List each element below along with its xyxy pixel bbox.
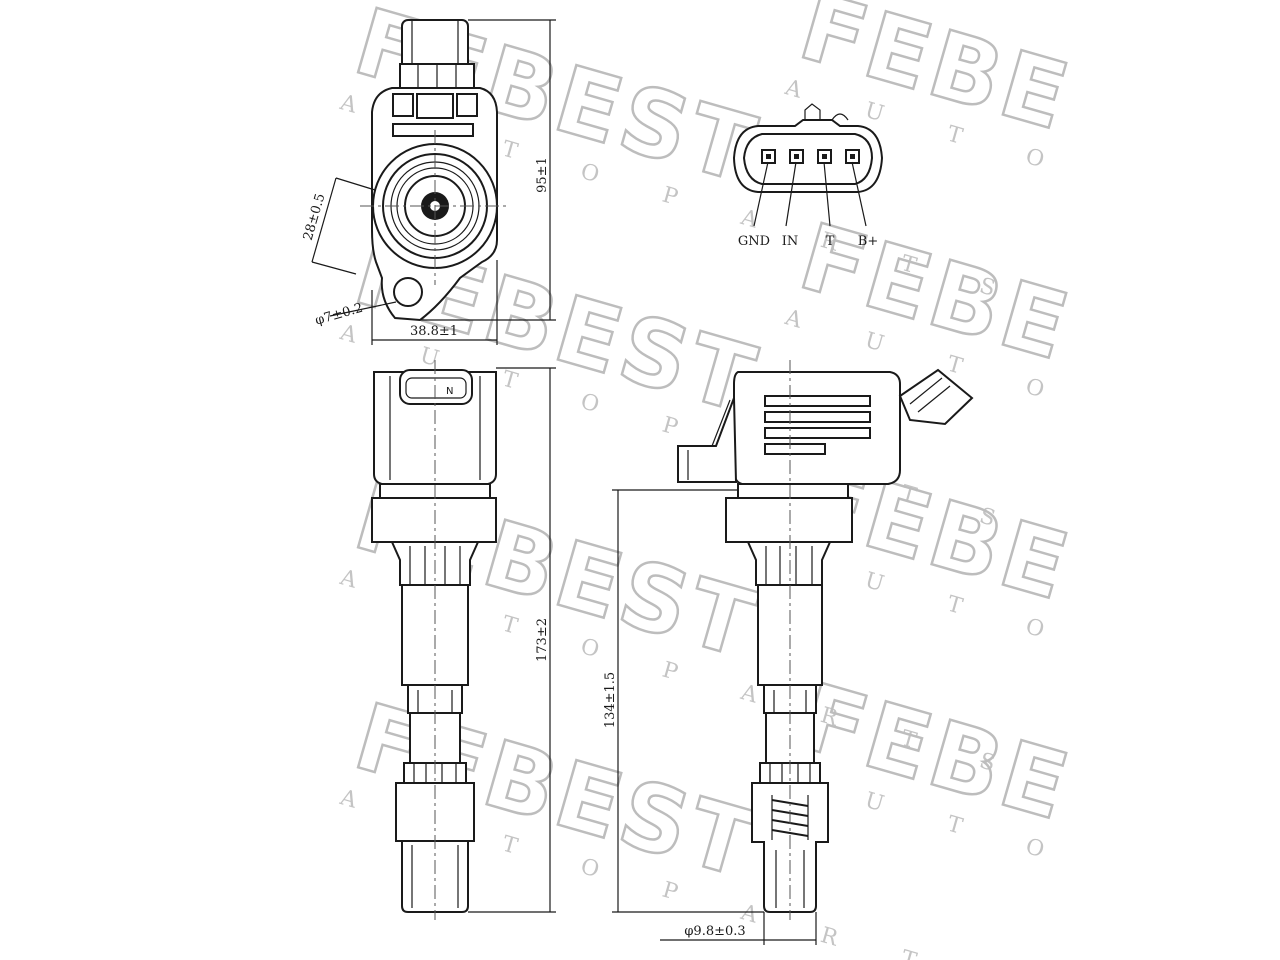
dim-tip-diameter: φ9.8±0.3 xyxy=(684,924,745,939)
dim-height-top: 95±1 xyxy=(535,157,550,193)
side-label-line xyxy=(764,427,871,439)
connector-face xyxy=(732,119,884,193)
side-view: 134±1.5 φ9.8±0.3 xyxy=(603,360,974,945)
housing-slot xyxy=(456,93,478,117)
side-label-line xyxy=(764,395,871,407)
watermark-group: FEBE A U T O xyxy=(781,662,1083,871)
housing-rib xyxy=(392,123,474,137)
dim-width-top: 38.8±1 xyxy=(410,324,458,339)
housing-slot xyxy=(392,93,414,117)
top-view: 95±1 38.8±1 28±0.5 φ7±0.2 xyxy=(301,19,556,345)
front-connector xyxy=(399,369,473,405)
pin-label-in: IN xyxy=(782,234,799,249)
dim-body-length: 134±1.5 xyxy=(603,672,618,728)
front-flange xyxy=(371,497,497,543)
side-collar xyxy=(737,483,849,499)
front-tip xyxy=(401,840,469,913)
side-label-line xyxy=(764,443,826,455)
front-view: N 173±2 xyxy=(371,360,556,920)
pin-label-gnd: GND xyxy=(738,234,770,249)
side-flange xyxy=(725,497,853,543)
dim-total-length: 173±2 xyxy=(535,618,550,662)
housing-slot xyxy=(416,93,454,119)
side-bracket xyxy=(677,397,738,483)
svg-text:N: N xyxy=(446,386,453,397)
pin-label-t: T xyxy=(826,234,835,249)
side-rib-block xyxy=(746,541,832,586)
side-label-line xyxy=(764,411,871,423)
mounting-hole xyxy=(393,277,423,307)
pin-label-bplus: B+ xyxy=(858,234,878,249)
connector-pinout: GND IN T B+ xyxy=(732,103,884,249)
